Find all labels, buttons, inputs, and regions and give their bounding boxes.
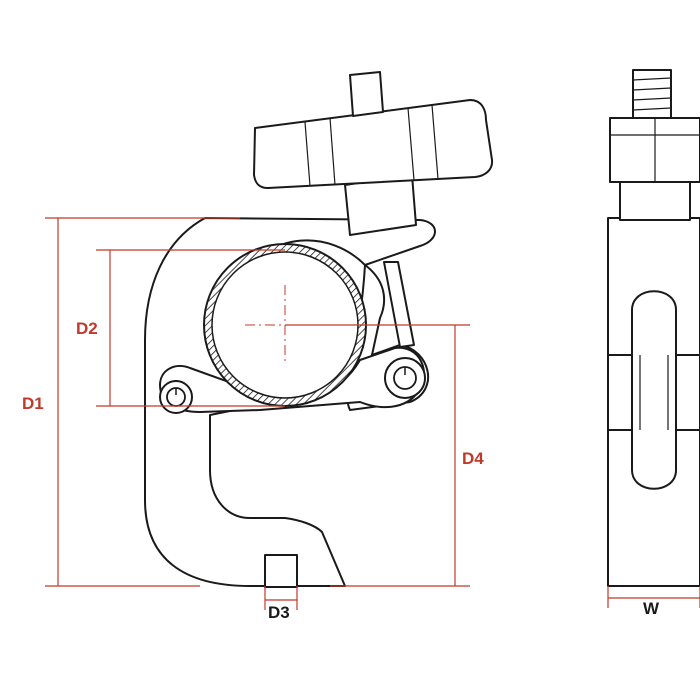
center-lines	[245, 285, 330, 365]
side-neck	[619, 179, 691, 221]
body-inner-edge	[209, 415, 285, 519]
clamp-front-view-icon	[144, 71, 494, 588]
latch-arm	[159, 346, 425, 413]
dimension-label-d2: D2	[76, 319, 98, 338]
side-slot	[631, 290, 677, 490]
right-pin	[384, 357, 426, 399]
top-stud	[349, 71, 384, 117]
knob-rib-4	[431, 104, 439, 180]
bottom-stud	[264, 554, 298, 588]
side-thread	[632, 69, 672, 119]
dimension-label-d3: D3	[268, 603, 290, 622]
dimension-label-d1: D1	[22, 394, 44, 413]
knob-rib-2	[329, 117, 336, 186]
dimension-label-w: W	[643, 599, 660, 618]
knob-rib-3	[407, 107, 415, 181]
left-pin	[159, 380, 193, 414]
knob-rib-1	[304, 121, 311, 187]
t-knob	[253, 99, 494, 189]
dimension-lines	[45, 217, 700, 610]
shaft	[383, 261, 415, 348]
dimension-label-d4: D4	[462, 449, 484, 468]
clamp-side-view-icon	[607, 69, 700, 587]
